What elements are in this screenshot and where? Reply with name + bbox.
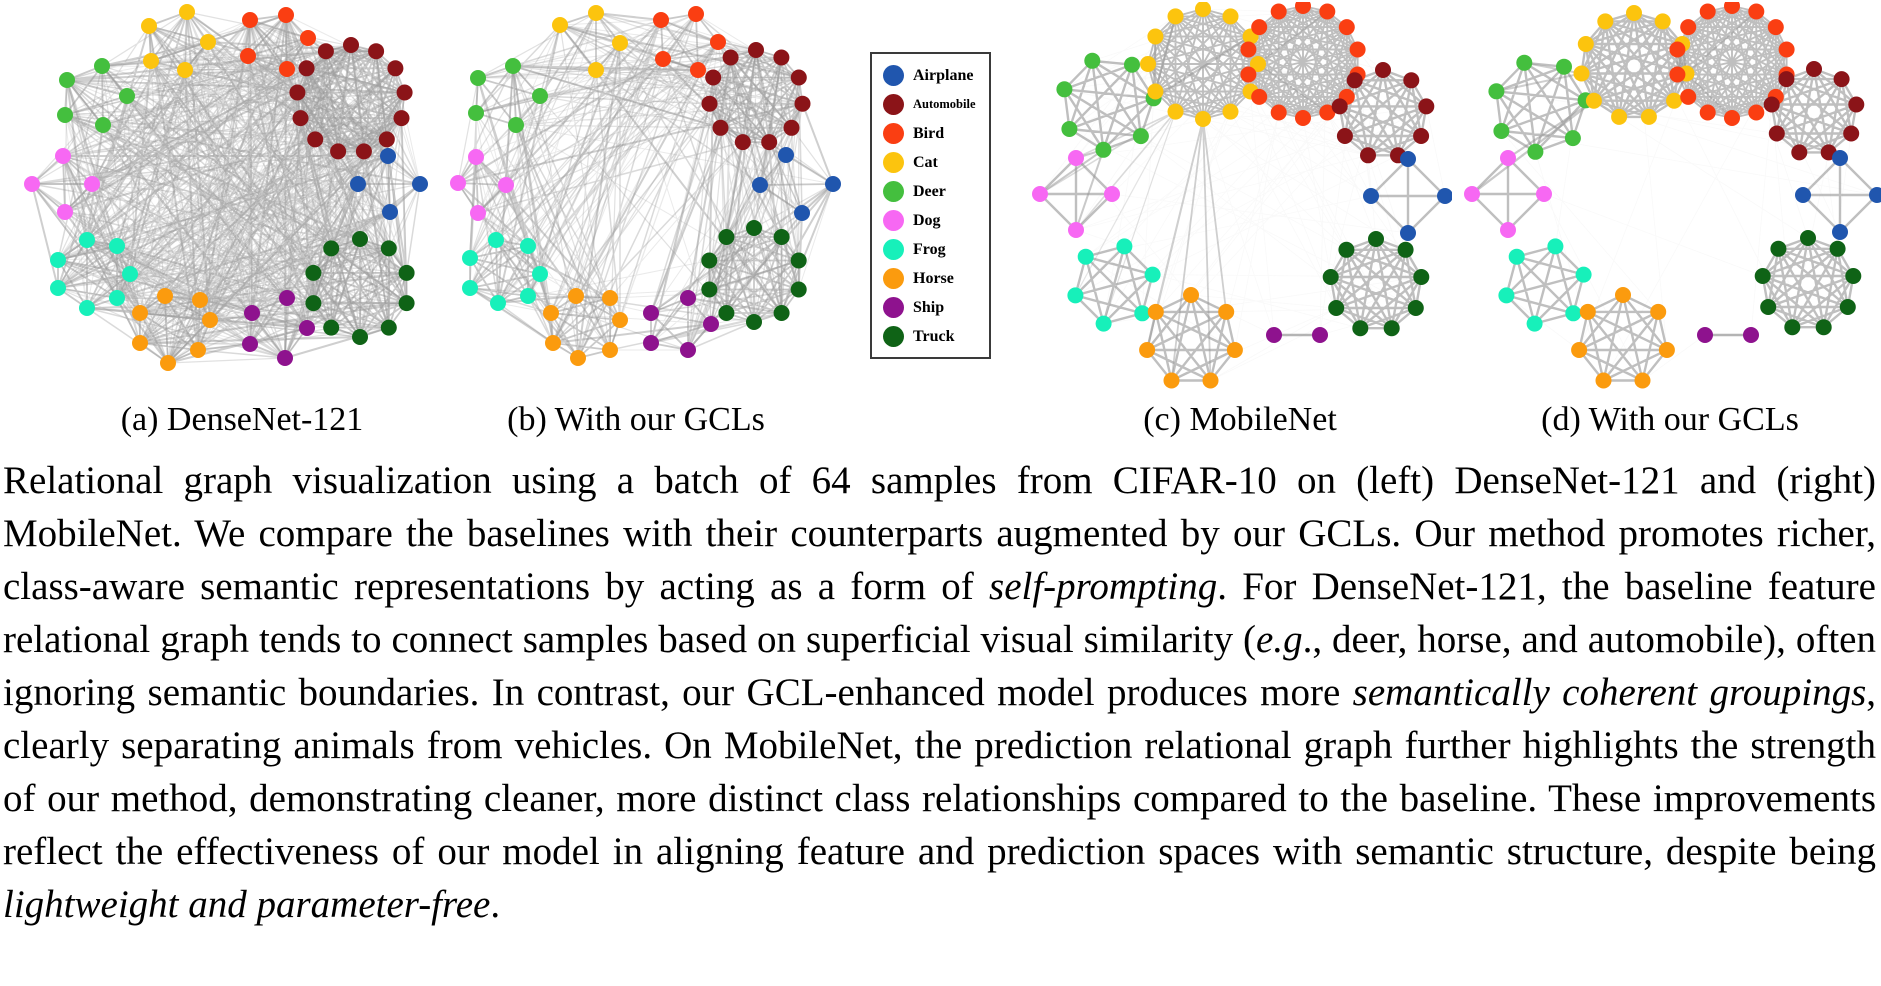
frog-swatch-icon — [883, 239, 904, 260]
airplane-swatch-icon — [883, 65, 904, 86]
legend-item: Truck — [883, 322, 989, 351]
ship-swatch-icon — [883, 297, 904, 318]
legend-label: Horse — [913, 269, 954, 287]
caption-italic-segment: self-prompting — [989, 565, 1218, 608]
legend-label: Bird — [913, 124, 945, 142]
bird-swatch-icon — [883, 123, 904, 144]
legend-item: Horse — [883, 264, 989, 293]
relational-graph-mobilenet-baseline — [1032, 2, 1452, 389]
caption-segment: . — [490, 883, 501, 926]
legend-item: Automobile — [883, 90, 989, 119]
legend-item: Bird — [883, 119, 989, 148]
horse-swatch-icon — [883, 268, 904, 289]
caption-segment: , clearly separating animals from vehicl… — [3, 671, 1876, 873]
relational-graph-densenet-gcl — [450, 5, 841, 366]
cat-swatch-icon — [883, 152, 904, 173]
legend-label: Frog — [913, 240, 946, 258]
legend-item: Airplane — [883, 61, 989, 90]
automobile-swatch-icon — [883, 94, 904, 115]
legend-item: Deer — [883, 177, 989, 206]
caption-italic-segment: lightweight and parameter-free — [3, 883, 491, 926]
subcaption-a: (a) DenseNet-121 — [120, 401, 364, 438]
legend-label: Dog — [913, 211, 941, 229]
caption-italic-segment: semantically coherent groupings — [1352, 671, 1867, 714]
legend-item: Cat — [883, 148, 989, 177]
legend-label: Ship — [913, 298, 945, 316]
relational-graph-mobilenet-gcl — [1464, 2, 1881, 389]
caption-segment: Relational graph visualization using a b… — [3, 459, 1876, 608]
legend-item: Ship — [883, 293, 989, 322]
caption-segment: . For DenseNet-121, the baseline feature… — [3, 565, 1876, 661]
legend-label: Automobile — [913, 97, 976, 111]
figure-caption: Relational graph visualization using a b… — [3, 454, 1876, 931]
deer-swatch-icon — [883, 181, 904, 202]
legend-label: Deer — [913, 182, 946, 200]
legend-item: Frog — [883, 235, 989, 264]
relational-graph-densenet-baseline — [24, 4, 428, 371]
legend-item: Dog — [883, 206, 989, 235]
legend-label: Truck — [913, 327, 955, 345]
legend-label: Cat — [913, 153, 938, 171]
subcaption-c: (c) MobileNet — [1143, 401, 1337, 438]
caption-italic-segment: e.g — [1256, 618, 1303, 661]
dog-swatch-icon — [883, 210, 904, 231]
truck-swatch-icon — [883, 326, 904, 347]
subcaption-d: (d) With our GCLs — [1541, 401, 1799, 438]
caption-segment: ., deer, horse, and automobile), often i… — [3, 618, 1876, 714]
legend-label: Airplane — [913, 66, 974, 84]
subcaption-b: (b) With our GCLs — [507, 401, 765, 438]
